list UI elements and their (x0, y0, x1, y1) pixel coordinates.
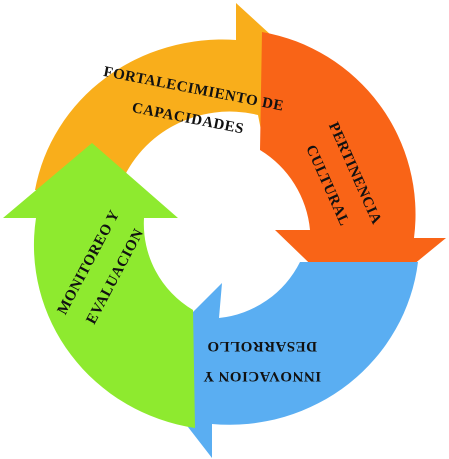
label-innovacion-line2: DESARROLLO (207, 338, 317, 354)
label-innovacion-line1: INNOVACION Y (203, 368, 321, 384)
segment-pertinencia-arrow (260, 32, 446, 310)
segment-innovacion-arrow (140, 262, 418, 458)
segment-monitoreo-arrow (3, 143, 195, 428)
segment-fortalecimiento-arrow (35, 3, 318, 192)
